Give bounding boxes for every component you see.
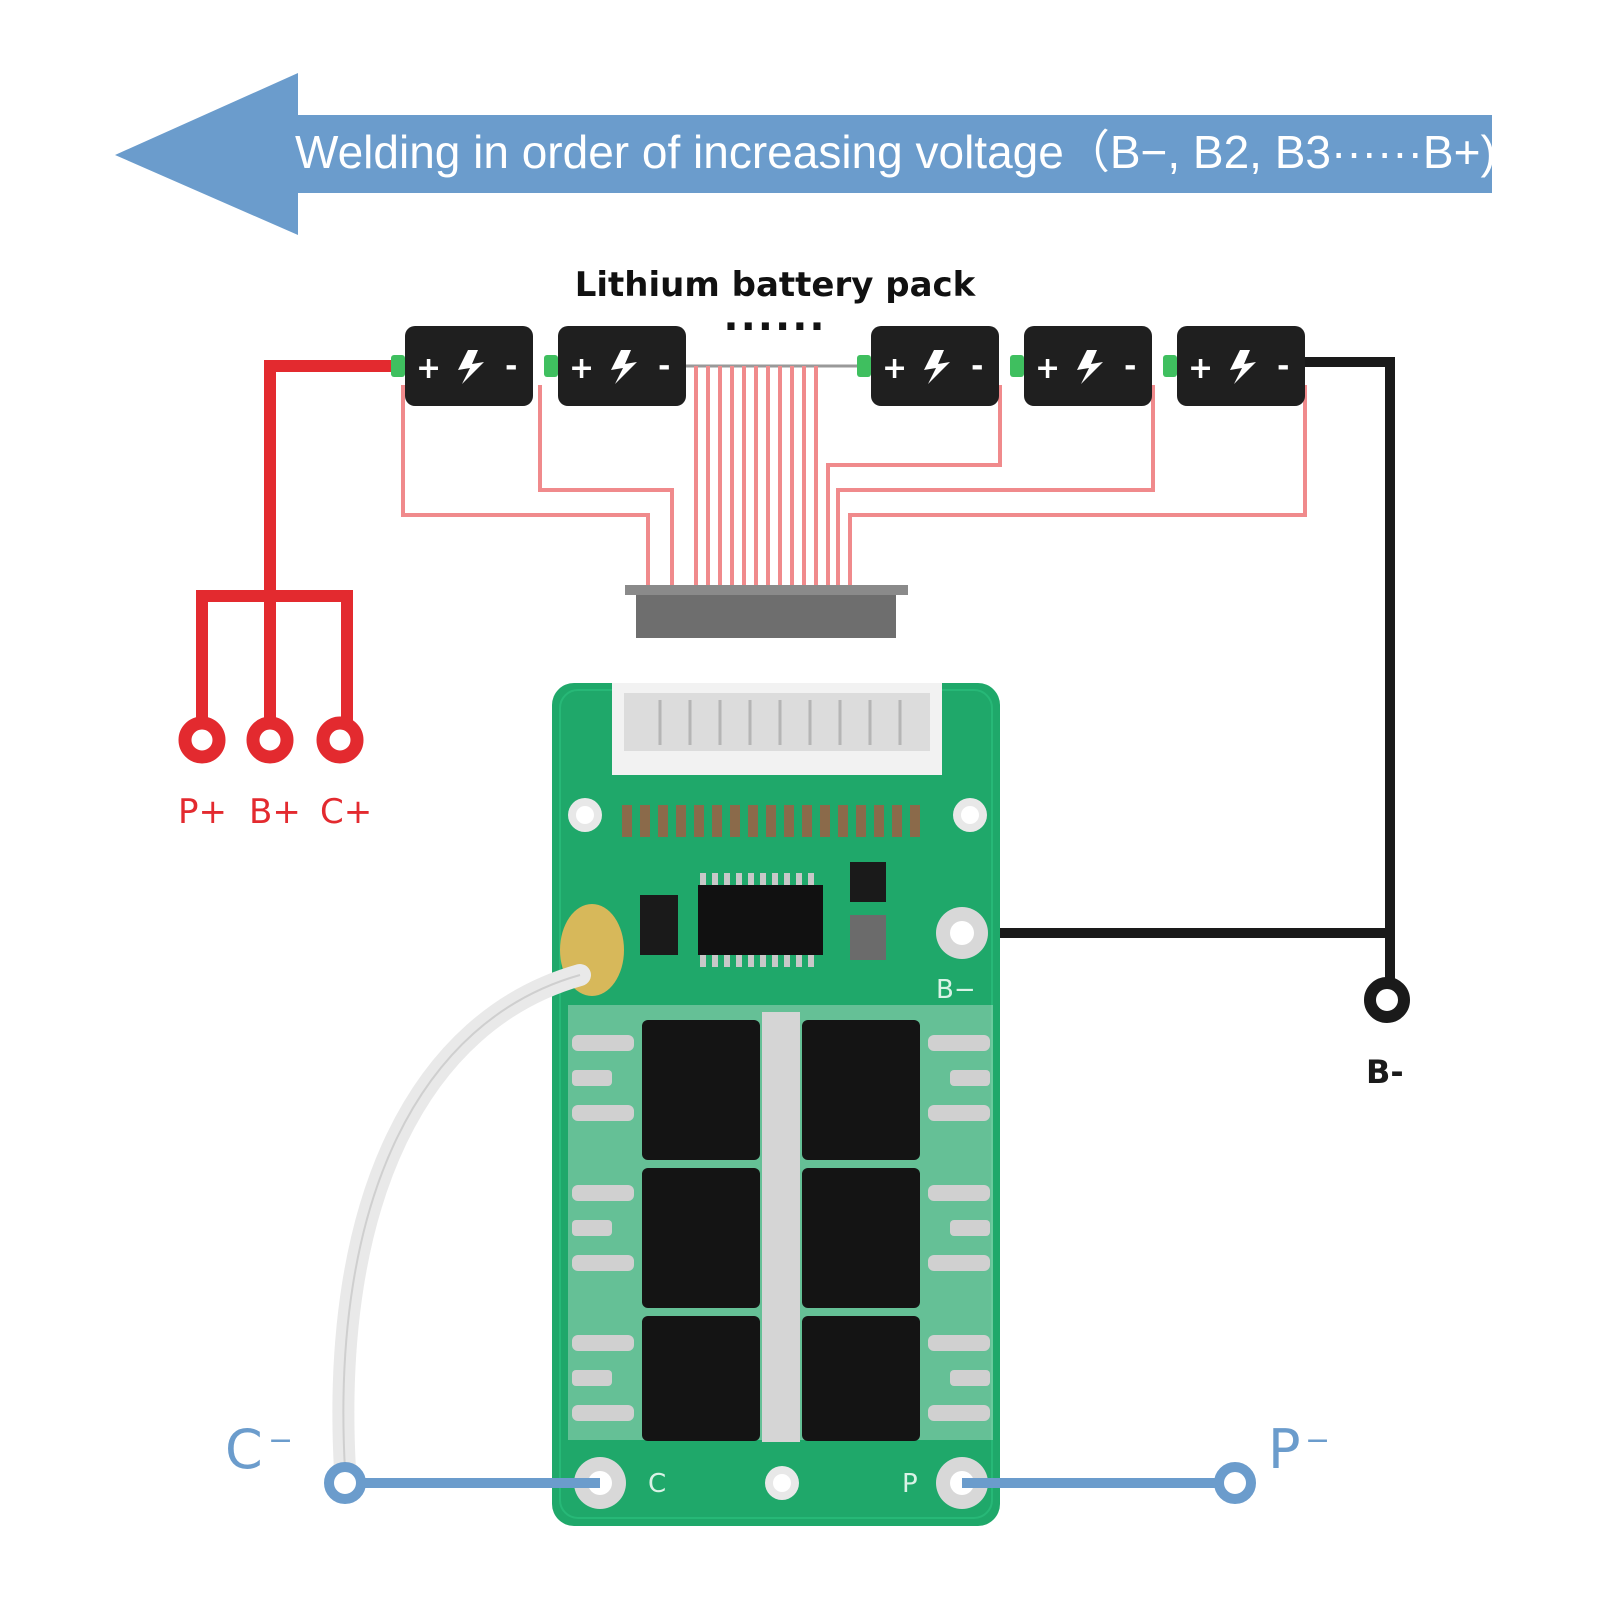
c-plus-label: C+	[320, 792, 372, 832]
c-plus-terminal[interactable]	[316, 716, 364, 764]
svg-text:-: -	[1124, 349, 1136, 384]
battery-cell: + -	[1010, 326, 1152, 406]
lightning-icon	[924, 350, 950, 384]
balance-wires	[401, 366, 1307, 590]
b-minus-terminal[interactable]	[1364, 977, 1410, 1023]
p-minus-label: P	[1268, 1418, 1301, 1481]
b-plus-terminal[interactable]	[246, 716, 294, 764]
lightning-icon	[1230, 350, 1256, 384]
bms-pcb-board: B− C P	[552, 683, 1000, 1526]
c-minus-label: C	[225, 1418, 263, 1481]
positive-wire	[196, 360, 395, 735]
svg-text:+: +	[1035, 351, 1060, 386]
svg-text:-: -	[658, 349, 670, 384]
battery-cell: + -	[857, 326, 999, 406]
svg-text:+: +	[882, 351, 907, 386]
svg-text:+: +	[1188, 351, 1213, 386]
b-minus-label: B-	[1366, 1053, 1404, 1091]
banner-text: Welding in order of increasing voltage（B…	[295, 126, 1496, 178]
battery-pack-ellipsis: ······	[723, 304, 826, 350]
c-pad-label: C	[648, 1469, 666, 1499]
battery-pack-title: Lithium battery pack	[575, 265, 977, 305]
mosfet-array	[642, 1020, 920, 1441]
b-plus-label: B+	[249, 792, 301, 832]
p-minus-sign: −	[1305, 1423, 1330, 1458]
balance-connector-plug	[625, 585, 908, 638]
lightning-icon	[1077, 350, 1103, 384]
battery-cells: + - + - + - + - +	[391, 326, 1305, 406]
positive-terminals	[178, 716, 364, 764]
c-minus-terminal[interactable]	[324, 1462, 366, 1504]
svg-text:+: +	[416, 351, 441, 386]
p-plus-label: P+	[178, 792, 227, 832]
battery-cell: + -	[1163, 326, 1305, 406]
lightning-icon	[611, 350, 637, 384]
p-pad-label: P	[902, 1469, 918, 1499]
p-minus-terminal[interactable]	[1214, 1462, 1256, 1504]
svg-text:-: -	[1277, 349, 1289, 384]
negative-wire	[965, 357, 1395, 1000]
lightning-icon	[458, 350, 484, 384]
svg-text:-: -	[971, 349, 983, 384]
svg-text:-: -	[505, 349, 517, 384]
battery-cell: + -	[544, 326, 686, 406]
b-minus-pad-label: B−	[936, 975, 976, 1005]
svg-text:+: +	[569, 351, 594, 386]
welding-order-banner: Welding in order of increasing voltage（B…	[115, 73, 1496, 235]
p-plus-terminal[interactable]	[178, 716, 226, 764]
banner-arrow-shape	[115, 73, 1492, 235]
c-minus-sign: −	[268, 1423, 293, 1458]
bms-ic-chip	[698, 885, 823, 955]
thermistor-lead	[332, 964, 591, 1481]
battery-cell: + -	[391, 326, 533, 406]
